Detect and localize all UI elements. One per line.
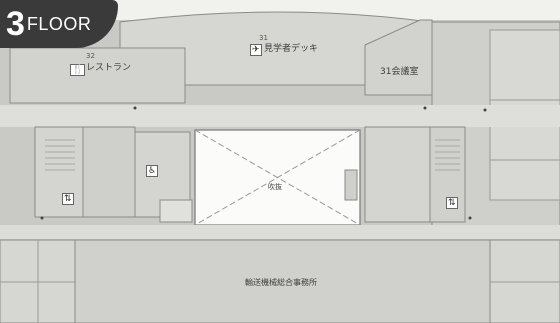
restaurant-number: 32 — [86, 52, 95, 60]
office-label: 輸送機械総合事務所 — [245, 278, 317, 287]
corridor — [0, 105, 560, 127]
observation-deck-label: 見学者デッキ — [264, 44, 319, 54]
restaurant-area — [9, 47, 186, 104]
restroom-icon: ♿ — [146, 165, 159, 177]
floor-word: FLOOR — [26, 13, 92, 34]
restaurant-label: レストラン — [86, 63, 132, 73]
stairs-icon: ⇅ — [62, 193, 74, 205]
restaurant-icon: 🍴 — [70, 64, 86, 76]
atrium-label: 吹抜 — [268, 183, 282, 191]
floor-number: 3 — [6, 5, 25, 43]
observation-icon: ✈ — [250, 44, 262, 56]
meeting-room-label: 31会議室 — [380, 67, 419, 77]
office-area — [74, 239, 491, 323]
stairs-icon-right: ⇅ — [446, 197, 458, 209]
left-stair-room — [34, 126, 84, 218]
floor-badge: 3 FLOOR — [0, 0, 118, 48]
observation-deck-number: 31 — [259, 34, 268, 42]
